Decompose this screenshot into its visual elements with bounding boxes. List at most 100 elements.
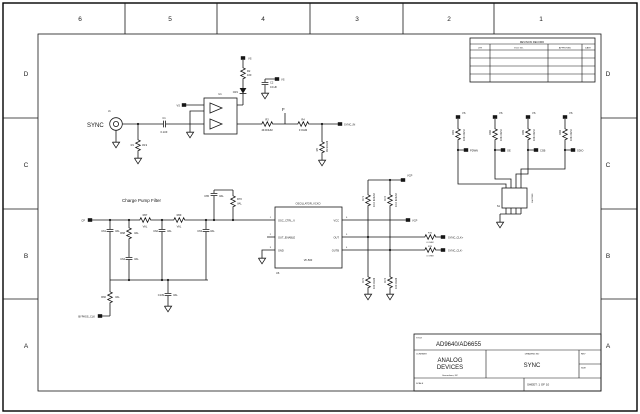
gnd-symbol [260, 90, 270, 100]
cp-net-label: CP [81, 219, 85, 223]
resistor [387, 192, 393, 208]
connector-ref: J1 [108, 109, 111, 113]
sync-output-chain: R3 49.9OHM F R4 0 OHM R5 49.9OHM SYNC_IN [243, 107, 355, 167]
r76-ref: R76 [428, 246, 433, 248]
net-square [525, 115, 531, 119]
resistor [259, 121, 275, 127]
zone-col-4: 4 [261, 16, 265, 23]
r3-val: 49.9OHM [261, 128, 272, 132]
r82-val: 10K OHM [499, 130, 503, 141]
title-label: TITLE [416, 338, 422, 340]
r83-val: 10K OHM [532, 130, 536, 141]
gnd-symbol [111, 139, 121, 149]
r70-ref: R70 [237, 197, 242, 201]
zone-col-1: 1 [539, 16, 543, 23]
vcxo-pin-number: 4 [346, 247, 348, 249]
scale-label: SCALE [416, 382, 424, 385]
sheet-number: SHEET: 1 OF 10 [527, 383, 550, 387]
vcxo-pin-number: 2 [270, 234, 272, 236]
rev-label: REV [581, 354, 586, 356]
net-square [570, 148, 576, 152]
junction-dot [127, 278, 131, 282]
r73-val: 100 OHM [372, 278, 376, 289]
capacitor [164, 289, 172, 300]
resistor [135, 137, 141, 153]
vcxo-part: VF-500 [304, 258, 313, 262]
net-square [500, 148, 506, 152]
r68-ref: R68 [120, 231, 125, 235]
r70-val: VAL [237, 202, 242, 206]
vcxo-title: OSCILLATOR_VCXO [296, 202, 321, 206]
vcxo-pin-number: 6 [346, 217, 348, 219]
resistor [240, 65, 246, 81]
vcxo-pin-oe: OUT_ENABLE [278, 236, 295, 240]
r72-val: 10.0 KOHM [394, 193, 398, 207]
vcxo-ic-u6: OSCILLATOR_VCXO OSC_CTRL_V OUT_ENABLE GN… [257, 202, 348, 275]
junction-dot [166, 278, 170, 282]
r4-val: 0 OHM [299, 128, 307, 132]
vcxo-pin-outb: OUTB [332, 249, 339, 253]
diode-icon [239, 88, 247, 94]
c139-val: VAL [173, 293, 178, 297]
title-block: TITLE AD9640/AD6655 COMPANY ANALOG DEVIC… [413, 333, 602, 392]
zone-row-d-right: D [606, 71, 611, 78]
junction-dot [160, 278, 164, 282]
zone-row-c-left: C [24, 162, 29, 169]
resistor [137, 217, 153, 223]
vcxo-pin-out: OUT [334, 236, 340, 240]
zone-col-5: 5 [168, 16, 172, 23]
zone-col-2: 2 [447, 16, 451, 23]
r1-val: 49.9 [142, 143, 148, 147]
net-square [400, 178, 406, 182]
junction-dot [388, 248, 392, 252]
c61-val: VAL [115, 229, 120, 233]
capacitor [159, 120, 170, 128]
junction-dot [563, 148, 567, 152]
r2-val: 100 [247, 73, 252, 77]
net-square [463, 148, 469, 152]
supply-chain: VS R2 100 CR1 VS C2 0.1UF [233, 56, 285, 105]
c2-val: 0.1UF [270, 85, 277, 89]
net-square [492, 115, 498, 119]
drawing-label: DRAWING NO [525, 353, 540, 356]
filter-title: Charge Pump Filter [122, 198, 162, 203]
c64-val: VAL [134, 257, 139, 261]
r81-ref: R81 [451, 129, 455, 134]
resistor [107, 289, 113, 305]
sync-input-connector: SYNC J1 R1 49.9 C1 0.1UF [87, 109, 204, 165]
r67-ref: R67 [143, 213, 148, 217]
cr1-ref: CR1 [233, 90, 239, 94]
offpage-flag: F [282, 107, 285, 112]
u1-ref: U1 [218, 92, 222, 96]
r72-ref: R72 [383, 195, 387, 200]
junction-dot [493, 148, 497, 152]
c1-ref: C1 [162, 116, 166, 120]
vs-net-label: VS [177, 104, 181, 108]
pullup-dip-section: VS VS VS VS R81 10K OHM R82 10K OHM R83 … [451, 111, 583, 229]
dip-switch-body [501, 187, 528, 209]
resistor [455, 126, 461, 142]
capacitor [202, 225, 210, 236]
zone-row-b-left: B [24, 253, 28, 260]
vcp-net-label: VCP [412, 219, 418, 223]
vs-net-label: VS [532, 111, 536, 115]
net-square [440, 235, 446, 239]
net-square [181, 103, 187, 107]
size-label: SIZE [581, 368, 586, 370]
junction-dot [231, 218, 235, 222]
vs-net-label: VS [281, 78, 285, 82]
r84-val: 10K OHM [569, 130, 573, 141]
resistor [365, 192, 371, 208]
junction-dot [456, 148, 460, 152]
vs-net-label: VS [569, 111, 573, 115]
resistor [387, 274, 393, 290]
zone-row-c-right: C [606, 162, 611, 169]
c64-ref: C64 [120, 257, 125, 261]
oe-net-label: OE [507, 149, 511, 153]
net-square [562, 115, 568, 119]
bypass-clk-net-label: BYPASS_CLK [78, 315, 95, 319]
zone-col-6: 6 [78, 16, 82, 23]
revision-col-date: DATE [585, 47, 591, 50]
c62-val: VAL [167, 229, 172, 233]
